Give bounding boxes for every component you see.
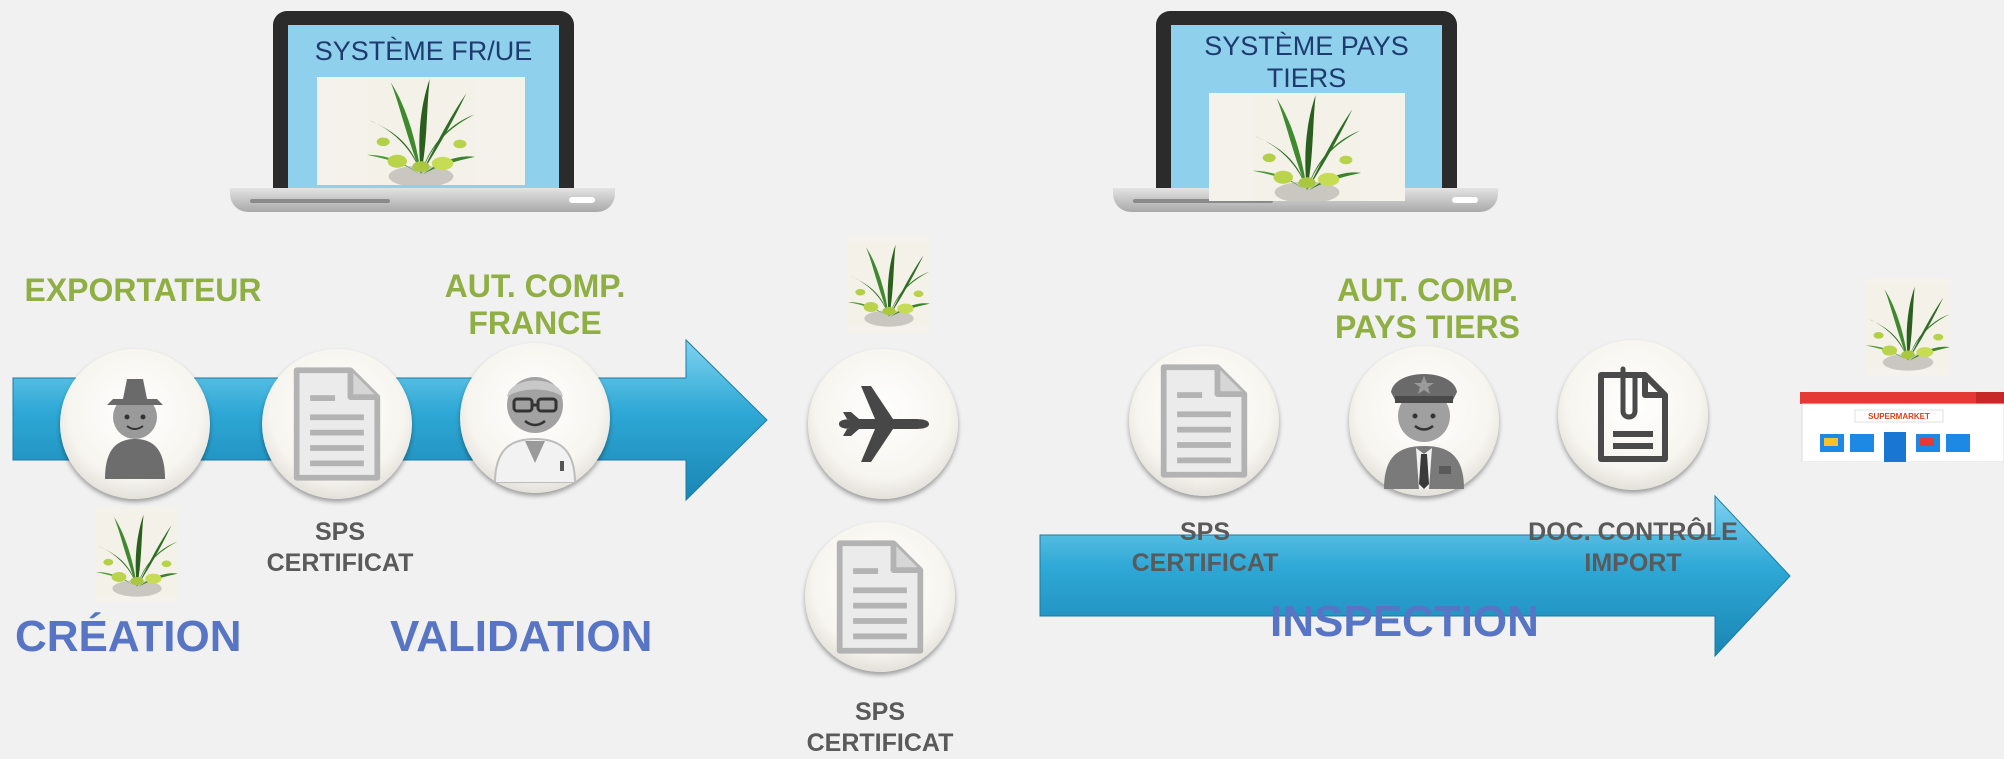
sps-certificat-import-caption: SPS CERTIFICAT — [1105, 517, 1305, 579]
exporter-avatar-circle — [60, 349, 210, 499]
supermarket-sign: SUPERMARKET — [1868, 412, 1930, 421]
doc-line1: DOC. CONTRÔLE — [1528, 518, 1738, 546]
plant-image — [848, 235, 930, 333]
attached-document-icon — [1598, 366, 1668, 462]
doc-line2: IMPORT — [1584, 549, 1682, 577]
system-pays-tiers-title: SYSTÈME PAYS TIERS — [1171, 30, 1442, 94]
aut-comp-pays-tiers-label: AUT. COMP. PAYS TIERS — [1310, 272, 1545, 346]
scientist-person-icon — [493, 377, 577, 483]
plant-image — [317, 77, 525, 185]
sps-line1: SPS — [854, 698, 906, 726]
exporter-person-icon — [105, 379, 165, 479]
doc-controle-import-caption: DOC. CONTRÔLE IMPORT — [1500, 517, 1766, 579]
aut-comp-pays-tiers-line2: PAYS TIERS — [1335, 309, 1520, 345]
sps-certificat-caption: SPS CERTIFICAT — [240, 517, 440, 579]
sps-line1: SPS — [314, 518, 366, 546]
plant-image — [1209, 93, 1405, 201]
inspector-avatar-circle — [1349, 346, 1499, 496]
sps-certificat-transport-caption: SPS CERTIFICAT — [780, 697, 980, 759]
document-icon — [1156, 363, 1252, 479]
validator-avatar-circle — [460, 343, 610, 493]
plant-image — [1866, 278, 1950, 376]
stage-creation: CRÉATION — [15, 612, 242, 661]
system-pays-tiers-line2: TIERS — [1266, 63, 1347, 93]
sps-line2: CERTIFICAT — [266, 549, 414, 577]
aut-comp-pays-tiers-line1: AUT. COMP. — [1337, 272, 1518, 308]
document-icon — [832, 539, 928, 655]
system-fr-ue-title: SYSTÈME FR/UE — [314, 36, 533, 66]
stage-inspection: INSPECTION — [1270, 597, 1539, 646]
sps-certificat-circle — [262, 349, 412, 499]
airplane-icon — [839, 386, 929, 462]
laptop-fr-ue-base — [230, 188, 615, 212]
aut-comp-france-line1: AUT. COMP. — [444, 268, 626, 304]
aut-comp-france-line2: FRANCE — [468, 305, 602, 341]
doc-controle-import-circle — [1558, 340, 1708, 490]
police-officer-icon — [1384, 373, 1464, 489]
exportateur-label: EXPORTATEUR — [24, 272, 262, 308]
aut-comp-france-label: AUT. COMP. FRANCE — [420, 268, 650, 342]
flow-arrow-right — [1039, 494, 1791, 658]
document-icon — [289, 366, 385, 482]
plant-image — [96, 506, 178, 602]
sps-line1: SPS — [1179, 518, 1231, 546]
sps-certificat-transport-circle — [805, 522, 955, 672]
stage-validation: VALIDATION — [390, 612, 653, 661]
sps-certificat-import-circle — [1129, 346, 1279, 496]
sps-line2: CERTIFICAT — [806, 729, 954, 757]
transport-circle — [808, 349, 958, 499]
supermarket-building: SUPERMARKET — [1800, 392, 2004, 463]
system-pays-tiers-line1: SYSTÈME PAYS — [1204, 31, 1409, 61]
sps-line2: CERTIFICAT — [1131, 549, 1279, 577]
